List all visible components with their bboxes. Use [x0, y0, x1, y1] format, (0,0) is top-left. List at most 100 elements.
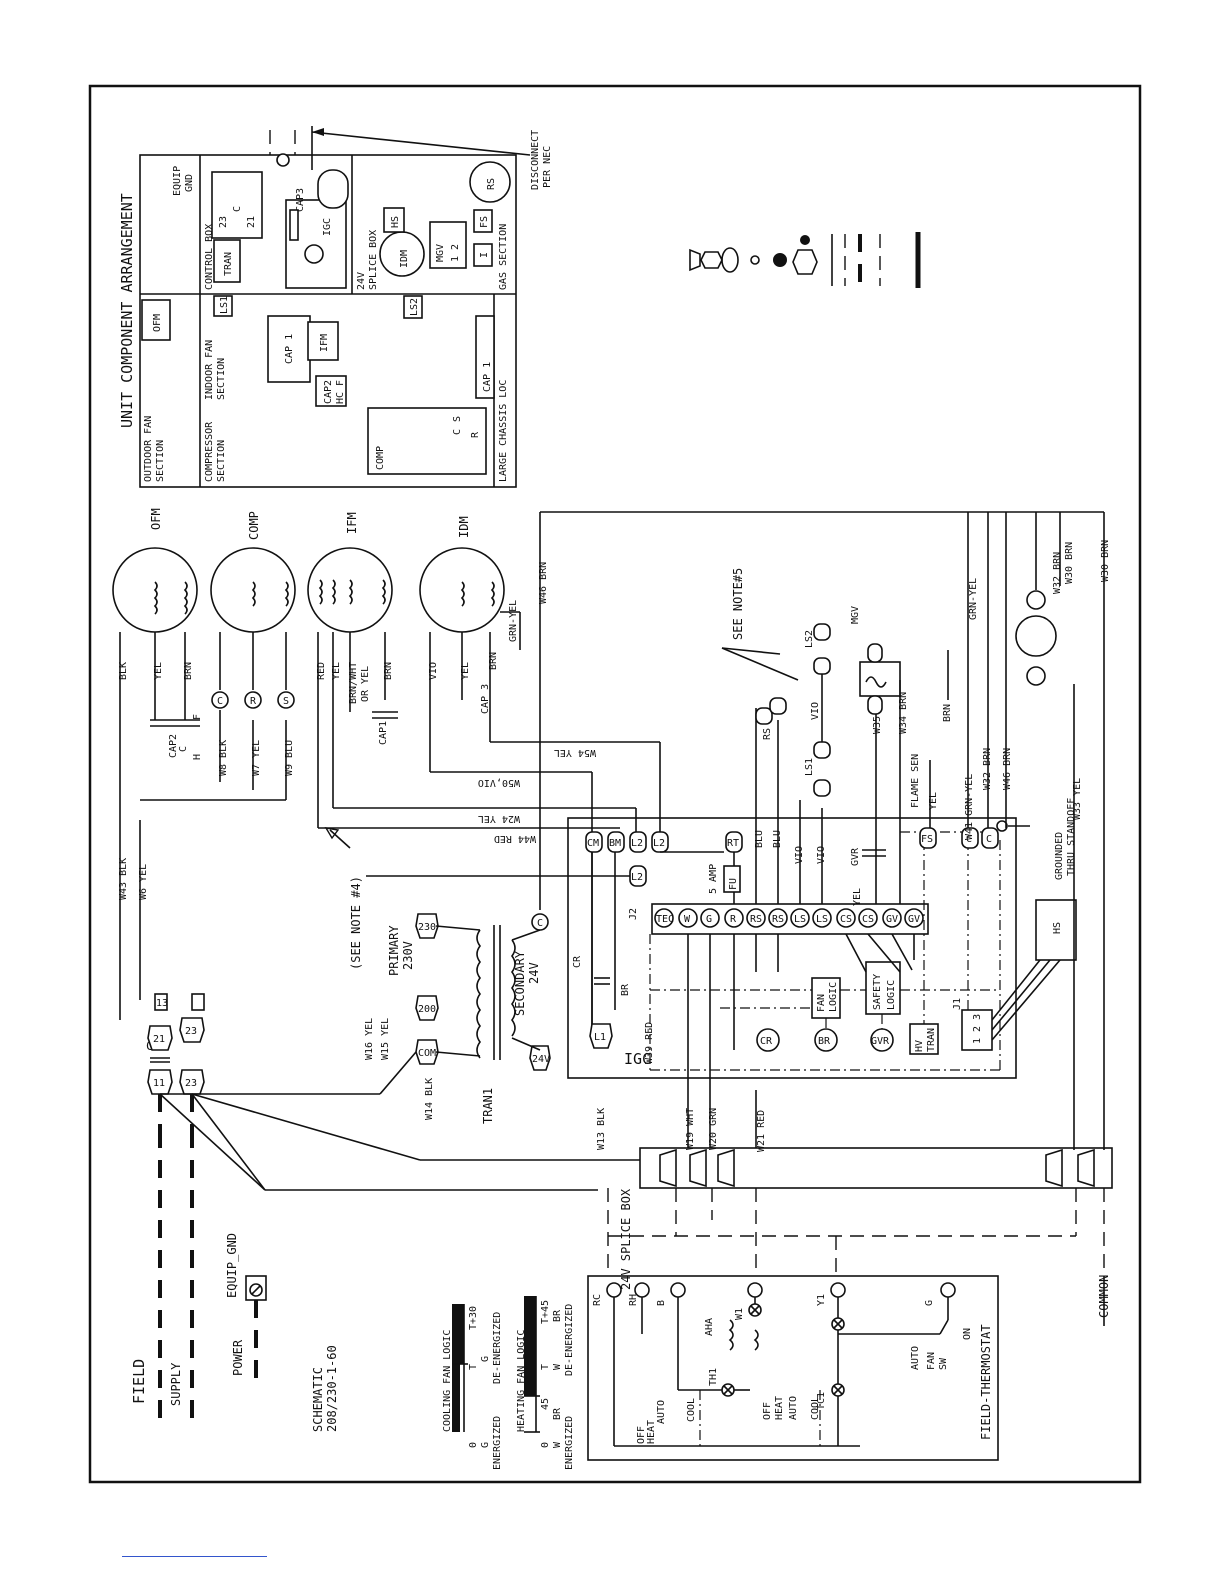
svg-text:24V SPLICE BOX: 24V SPLICE BOX [619, 1188, 633, 1290]
svg-text:208/230-1-60: 208/230-1-60 [325, 1345, 339, 1432]
svg-text:G: G [924, 1300, 935, 1306]
svg-text:CR: CR [760, 1036, 773, 1047]
svg-text:THRU STANDOFF: THRU STANDOFF [1066, 798, 1077, 876]
svg-text:CAP 3: CAP 3 [480, 684, 491, 714]
svg-text:DE-ENERGIZED: DE-ENERGIZED [564, 1304, 575, 1376]
svg-text:COOL: COOL [686, 1398, 697, 1422]
svg-text:S: S [283, 696, 289, 707]
svg-text:FLAME SEN: FLAME SEN [910, 754, 921, 808]
svg-text:LS2: LS2 [804, 630, 815, 648]
svg-text:CR: CR [572, 955, 583, 968]
svg-text:R: R [470, 431, 481, 438]
j2-pins: TEC W G R RS RS LS LS CS CS GV GV [654, 908, 924, 928]
svg-text:11: 11 [153, 1078, 165, 1089]
svg-text:TEC: TEC [656, 914, 674, 925]
field-supply-legend: FIELD SUPPLY POWER EQUIP_GND SCHEMATIC 2… [130, 1094, 339, 1432]
svg-text:G: G [706, 914, 712, 925]
svg-text:SECTION: SECTION [216, 358, 227, 400]
control-wires: W54 YEL W50,VIO W24 YEL W44 RED W43 BLK … [118, 742, 767, 1152]
svg-text:21: 21 [246, 216, 257, 228]
svg-text:T: T [468, 1364, 479, 1370]
svg-text:24V: 24V [356, 272, 367, 290]
svg-text:200: 200 [418, 1004, 436, 1015]
svg-text:BR: BR [818, 1036, 831, 1047]
svg-text:FAN: FAN [816, 994, 827, 1012]
svg-text:SECTION: SECTION [155, 440, 166, 482]
svg-text:LS2: LS2 [409, 298, 420, 316]
svg-text:S: S [452, 416, 463, 422]
svg-text:TRAN: TRAN [223, 252, 234, 276]
svg-text:G: G [480, 1356, 491, 1362]
svg-text:SECONDARY: SECONDARY [513, 950, 527, 1016]
svg-text:1 2 3: 1 2 3 [972, 1014, 983, 1044]
svg-text:SPLICE BOX: SPLICE BOX [368, 230, 379, 290]
svg-text:W14 BLK: W14 BLK [424, 1078, 435, 1120]
svg-text:W34 BRN: W34 BRN [898, 692, 909, 734]
svg-text:FS: FS [921, 834, 933, 845]
svg-text:W41 GRN-YEL: W41 GRN-YEL [964, 774, 975, 840]
svg-text:LS1: LS1 [219, 296, 230, 314]
svg-text:5 AMP: 5 AMP [708, 864, 719, 894]
svg-text:GRN-YEL: GRN-YEL [968, 578, 979, 620]
svg-text:SUPPLY: SUPPLY [169, 1362, 183, 1406]
svg-text:W50,VIO: W50,VIO [478, 777, 520, 788]
svg-text:F: F [192, 714, 203, 720]
arrangement-title: UNIT COMPONENT ARRANGEMENT [118, 193, 136, 428]
svg-text:SW: SW [938, 1357, 949, 1370]
svg-text:1 2: 1 2 [450, 244, 461, 262]
svg-text:IGC: IGC [322, 218, 333, 236]
svg-text:OFM: OFM [152, 314, 163, 332]
svg-text:MGV: MGV [435, 244, 446, 262]
svg-text:BRN: BRN [183, 662, 194, 680]
svg-text:FIELD-THERMOSTAT: FIELD-THERMOSTAT [979, 1324, 993, 1440]
gas-section-wiring: SEE NOTE#5 BLU BLU RS VIO VIO LS1 VIO LS… [721, 512, 1111, 1150]
svg-text:W19 WHT: W19 WHT [685, 1108, 696, 1150]
svg-text:W8 BLK: W8 BLK [218, 740, 229, 776]
heating-fan-logic-chart: HEATING FAN LOGIC 0 45 T T+45 W BR W BR … [516, 1296, 575, 1470]
svg-text:TC1: TC1 [816, 1392, 827, 1410]
svg-text:GVR: GVR [871, 1036, 890, 1047]
motor-ifm: IFM RED YEL BRN/WHT OR YEL BRN CAP1 [307, 512, 398, 828]
svg-text:C: C [452, 429, 463, 435]
svg-text:C: C [217, 696, 223, 707]
svg-text:OR YEL: OR YEL [360, 666, 371, 702]
svg-text:W: W [684, 914, 691, 925]
svg-text:HEAT: HEAT [646, 1420, 657, 1444]
svg-text:HEAT: HEAT [774, 1396, 785, 1420]
svg-text:IDM: IDM [399, 250, 410, 268]
svg-text:J1: J1 [952, 998, 963, 1010]
svg-text:AUTO: AUTO [656, 1400, 667, 1424]
svg-text:HC F: HC F [335, 380, 346, 404]
svg-text:YEL: YEL [153, 662, 164, 680]
svg-text:W30 BRN: W30 BRN [1100, 540, 1111, 582]
svg-text:BRN: BRN [942, 704, 953, 722]
motor-comp: COMP C R S W8 BLK W7 YEL W9 BLU [140, 511, 296, 801]
svg-text:W: W [552, 1363, 563, 1370]
svg-text:YEL: YEL [460, 662, 471, 680]
svg-text:TRAN: TRAN [926, 1028, 937, 1052]
svg-text:L1: L1 [594, 1032, 606, 1043]
svg-text:W30 BRN: W30 BRN [1064, 542, 1075, 584]
svg-text:23: 23 [185, 1078, 197, 1089]
svg-text:T+30: T+30 [468, 1306, 479, 1330]
svg-text:W13 BLK: W13 BLK [596, 1108, 607, 1150]
svg-text:CAP1: CAP1 [378, 721, 389, 745]
svg-text:COMP: COMP [375, 446, 386, 470]
svg-text:POWER: POWER [231, 1339, 245, 1376]
svg-text:W20 GRN: W20 GRN [708, 1108, 719, 1150]
svg-text:W43 BLK: W43 BLK [118, 858, 129, 900]
igc-board: IGC J2 J1 CM BM L2 L2 L2 RT FU 5 AMP TEC… [567, 817, 1077, 1079]
svg-text:RC: RC [592, 1294, 603, 1306]
svg-text:C: C [178, 746, 189, 752]
svg-text:GND: GND [184, 174, 195, 192]
svg-text:W21 RED: W21 RED [756, 1110, 767, 1152]
svg-text:45: 45 [540, 1398, 551, 1410]
svg-text:IFM: IFM [319, 334, 330, 352]
svg-text:BLU: BLU [754, 830, 765, 848]
svg-text:CM: CM [587, 838, 599, 849]
svg-text:R: R [730, 914, 737, 925]
svg-text:MGV: MGV [850, 606, 861, 624]
svg-text:230: 230 [418, 922, 436, 933]
svg-text:LS: LS [794, 914, 806, 925]
svg-text:YEL: YEL [852, 888, 863, 906]
